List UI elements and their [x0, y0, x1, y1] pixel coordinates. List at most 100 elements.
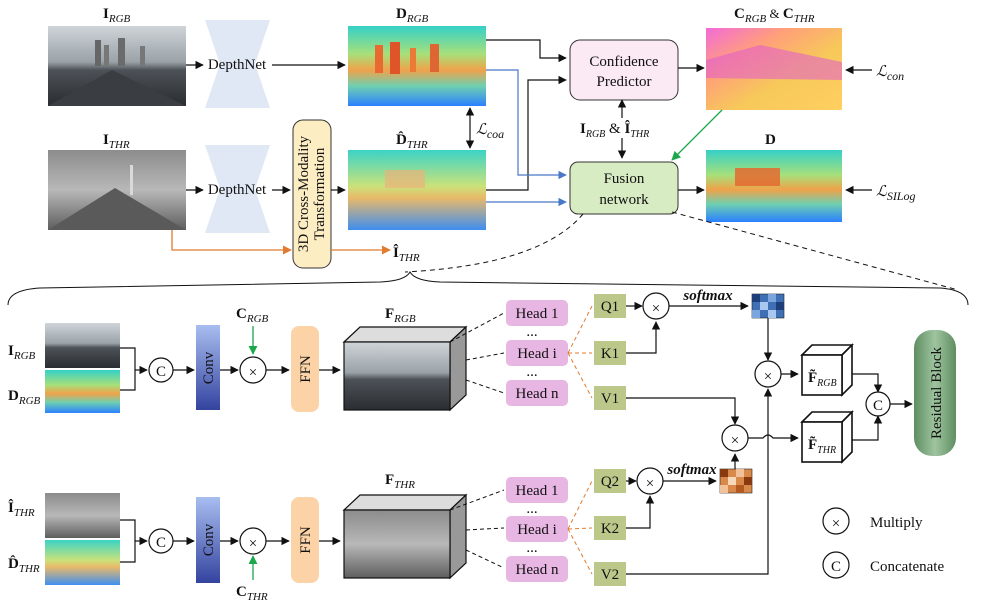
- dash-q1: [567, 305, 593, 354]
- arrow-ftilde-rgb-to-concat: [852, 373, 883, 393]
- legend-multiply-icon: [822, 507, 850, 535]
- v2-box: V2: [594, 562, 626, 586]
- headi-thr: Head i: [506, 516, 568, 542]
- arrow-v2-to-mult: [626, 388, 773, 575]
- bottom-rgb-image: [45, 323, 120, 368]
- svg-text:Head i: Head i: [517, 346, 557, 362]
- confidence-map-label: CRGB & CTHR: [734, 6, 815, 25]
- arrow-to-ftilde-thr: [748, 433, 799, 443]
- output-d-label: D: [765, 132, 776, 148]
- depthnet-2-label: DepthNet: [208, 182, 267, 198]
- k2-box: K2: [594, 516, 626, 540]
- frgb-label: FRGB: [385, 306, 416, 325]
- transform-label-1: 3D Cross-Modality: [296, 135, 312, 252]
- rgb-depth-map: [348, 26, 486, 106]
- ffn-thr: FFN: [291, 497, 319, 583]
- i-thr-label: ITHR: [103, 132, 130, 151]
- legend-concat-icon: [822, 551, 850, 579]
- svg-text:FFN: FFN: [298, 355, 314, 383]
- concat-thr: C: [148, 528, 174, 554]
- multiply-thr: ×: [239, 527, 267, 555]
- legend-multiply: × Multiply: [822, 507, 923, 535]
- fthr-label: FTHR: [385, 472, 415, 491]
- svg-text:Q1: Q1: [601, 299, 619, 315]
- svg-text:K2: K2: [601, 521, 619, 537]
- confidence-label-2: Predictor: [597, 74, 652, 90]
- dash-k2: [567, 527, 593, 530]
- bottom-irgb-label: IRGB: [8, 343, 36, 362]
- l-coa-label: ℒcoa: [476, 122, 504, 141]
- svg-text:×: ×: [832, 516, 840, 532]
- multiply-qk2: ×: [636, 467, 664, 495]
- dthr-hat-label: D̂THR: [396, 131, 428, 151]
- bottom-dthr-label: D̂THR: [8, 555, 40, 575]
- q1-box: Q1: [594, 294, 626, 318]
- green-arrow-confidence-to-fusion: [671, 109, 723, 161]
- bottom-thr-depth: [45, 540, 120, 585]
- transform-label-2: Transformation: [312, 147, 328, 240]
- mid-images-label: IRGB & ÎTHR: [580, 120, 649, 140]
- cross-modality-transformation: 3D Cross-Modality Transformation: [292, 119, 332, 269]
- svg-text:Head n: Head n: [516, 386, 559, 402]
- rgb-input-image: [48, 26, 186, 106]
- softmax-label-1: softmax: [682, 288, 733, 304]
- dots-thr-2: ...: [526, 540, 537, 556]
- dash-head1-rgb: [449, 312, 505, 343]
- svg-text:Q2: Q2: [601, 474, 619, 490]
- headn-thr: Head n: [506, 556, 568, 582]
- dash-headi-thr: [465, 527, 505, 531]
- svg-text:V1: V1: [601, 391, 619, 407]
- svg-text:Head n: Head n: [516, 562, 559, 578]
- dash-v2: [567, 528, 593, 575]
- dash-headn-rgb: [465, 379, 505, 394]
- svg-text:C: C: [156, 364, 166, 380]
- svg-text:×: ×: [646, 476, 654, 492]
- headn-rgb: Head n: [506, 380, 568, 406]
- dash-headi-rgb: [465, 352, 505, 361]
- svg-text:C: C: [873, 398, 883, 414]
- legend-multiply-label: Multiply: [870, 515, 923, 531]
- dash-v1: [567, 352, 593, 399]
- head1-rgb: Head 1: [506, 300, 568, 326]
- fthr-cube: [342, 493, 468, 580]
- svg-text:×: ×: [249, 365, 257, 381]
- svg-text:×: ×: [764, 369, 772, 385]
- dash-head1-thr: [449, 489, 505, 511]
- svg-text:V2: V2: [601, 567, 619, 583]
- bottom-drgb-label: DRGB: [8, 388, 41, 407]
- fusion-label-1: Fusion: [604, 171, 645, 187]
- conv-rgb: Conv: [196, 325, 220, 410]
- headi-rgb: Head i: [506, 340, 568, 366]
- dash-q2: [567, 480, 593, 530]
- frgb-cube: [342, 325, 468, 412]
- output-depth-map: [706, 150, 842, 222]
- svg-text:Head 1: Head 1: [516, 306, 559, 322]
- svg-text:×: ×: [249, 536, 257, 552]
- svg-text:F̃RGB: F̃RGB: [808, 369, 837, 389]
- attention-map-1: [751, 293, 785, 319]
- depthnet-2: DepthNet: [205, 145, 270, 233]
- legend-concat: C Concatenate: [822, 551, 944, 579]
- svg-text:×: ×: [652, 301, 660, 317]
- v1-box: V1: [594, 386, 626, 410]
- svg-text:Residual Block: Residual Block: [929, 346, 945, 439]
- concat-rgb: C: [148, 357, 174, 383]
- drgb-label: DRGB: [396, 6, 429, 25]
- zoom-line-right: [671, 211, 959, 291]
- dots-rgb-1: ...: [526, 324, 537, 340]
- bottom-rgb-depth: [45, 370, 120, 413]
- softmax-label-2: softmax: [666, 462, 717, 478]
- arrow-dthr-to-confidence: [486, 75, 567, 191]
- multiply-attn-rgb: ×: [754, 360, 782, 388]
- head1-thr: Head 1: [506, 477, 568, 503]
- svg-text:F̃THR: F̃THR: [808, 436, 836, 456]
- svg-text:C: C: [156, 535, 166, 551]
- svg-text:×: ×: [731, 433, 739, 449]
- orange-arrow-to-transform: [171, 230, 292, 255]
- depthnet-1: DepthNet: [205, 20, 270, 108]
- ftilde-rgb-cube: F̃RGB: [800, 343, 854, 397]
- crgb-label: CRGB: [236, 306, 269, 325]
- svg-text:K1: K1: [601, 346, 619, 362]
- l-silog-label: ℒSILog: [876, 184, 915, 203]
- q2-box: Q2: [594, 469, 626, 493]
